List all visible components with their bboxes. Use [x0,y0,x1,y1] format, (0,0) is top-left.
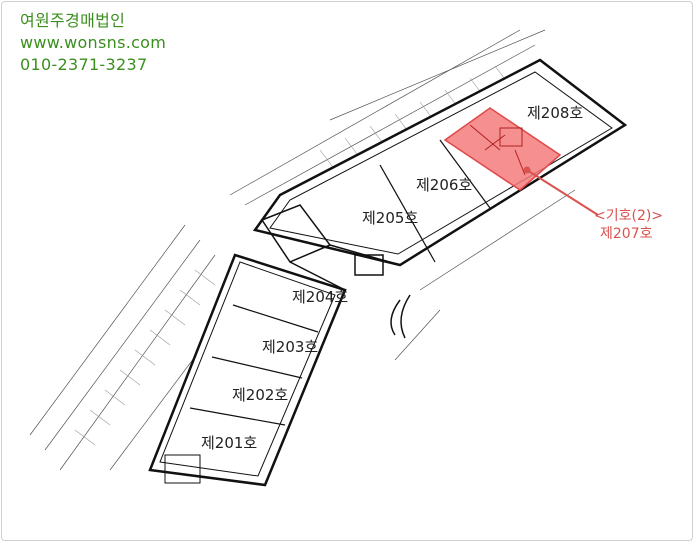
lower-stair [164,454,201,484]
upper-wing-inner [269,71,613,255]
callout-title: <기호(2)> [594,208,663,224]
company-name: 여원주경매법인 [20,11,126,30]
company-phone: 010-2371-3237 [20,55,148,74]
lower-wing-dividers [189,304,319,426]
upper-wing-dividers [379,139,491,263]
unit-label-204: 제204호 [292,288,348,306]
upper-wing-outline [252,58,628,267]
connector [260,204,411,339]
unit-207-interior [469,124,526,176]
unit-label-206: 제206호 [416,176,472,194]
callout-unit: 제207호 [600,226,653,242]
unit-label-203: 제203호 [262,338,318,356]
company-website: www.wonsns.com [20,33,167,52]
unit-label-202: 제202호 [232,386,288,404]
callout-line [526,169,599,216]
unit-label-201: 제201호 [201,434,257,452]
unit-label-205: 제205호 [362,209,418,227]
unit-label-208: 제208호 [527,104,583,122]
company-info: 여원주경매법인 www.wonsns.com 010-2371-3237 [20,10,166,76]
lower-wing-inner [159,261,336,477]
